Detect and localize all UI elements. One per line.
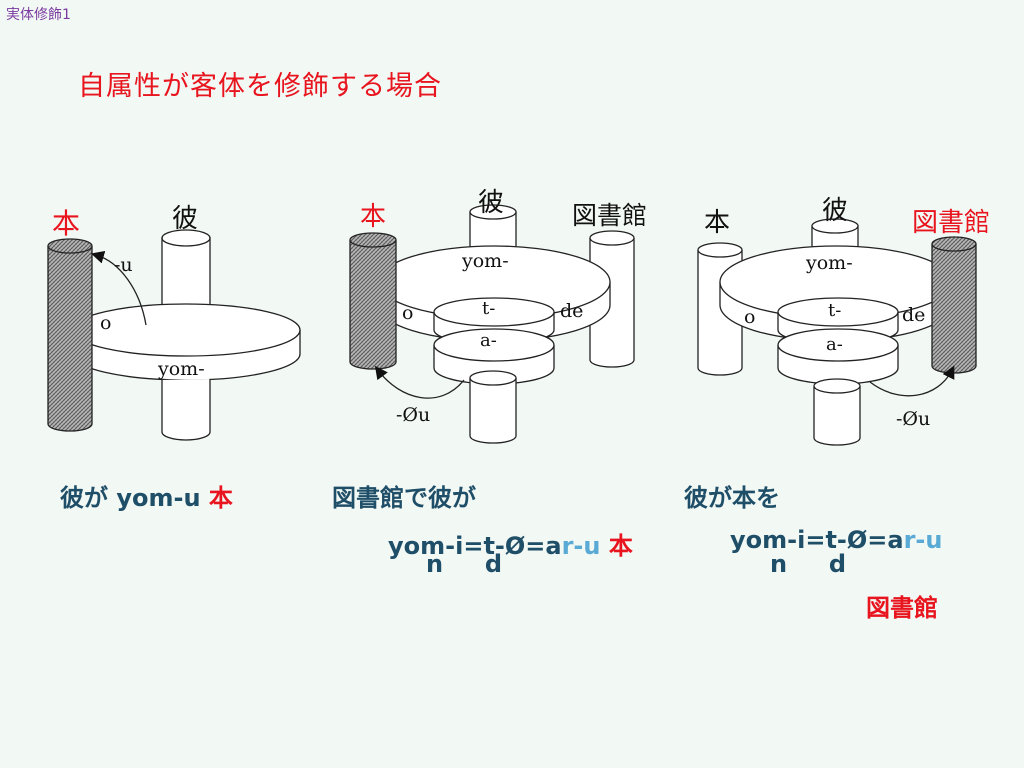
diagram3-caption-subs: n d (770, 550, 847, 578)
diagram2-label-book: 本 (360, 202, 387, 232)
diagram3-particle-de: de (902, 304, 926, 326)
diagram1-caption: 彼が yom-u 本 (60, 478, 233, 513)
diagram3-caption-head: 図書館 (866, 594, 938, 622)
diagram1-particle-o: o (100, 312, 112, 334)
diagram3-label-library: 図書館 (912, 208, 991, 238)
diagram2-caption-form-light: r-u (561, 532, 601, 560)
diagram1-verb: yom- (158, 358, 205, 380)
diagram1-caption-prefix: 彼が (60, 484, 108, 512)
diagram3-aspect-t: t- (828, 300, 842, 321)
diagram2-label-he: 彼 (478, 188, 505, 218)
diagram1-caption-verb: yom-u (116, 484, 201, 512)
diagram3-graphic (697, 218, 977, 446)
diagram2-caption-form: yom-i=t-Ø=ar-u 本 (388, 526, 633, 561)
slide-header-label: 実体修飾1 (6, 7, 71, 23)
diagram2-caption-head: 本 (608, 532, 633, 560)
diagram1-graphic (47, 229, 301, 441)
diagram1-label-book: 本 (52, 207, 81, 240)
diagram1-caption-head: 本 (208, 484, 233, 512)
diagram3-caption-form-dark: yom-i=t-Ø=a (730, 526, 904, 554)
diagram2-caption-form-dark: yom-i=t-Ø=a (388, 532, 562, 560)
diagram3-label-he: 彼 (822, 196, 849, 226)
diagram2-aspect-a: a- (480, 330, 497, 351)
diagram2-verb: yom- (462, 250, 509, 272)
diagram3-suffix-zero-u: -Øu (896, 408, 931, 430)
diagram3-caption-form-light: r-u (903, 526, 943, 554)
diagram3-particle-o: o (744, 306, 756, 328)
diagram2-caption-subs: n d (426, 550, 503, 578)
diagram2-label-library: 図書館 (572, 201, 648, 230)
diagram1-suffix-u: -u (114, 254, 133, 276)
diagram2-suffix-zero-u: -Øu (396, 404, 431, 426)
diagram1-label-he: 彼 (172, 204, 199, 234)
slide-title: 自属性が客体を修飾する場合 (78, 71, 442, 102)
diagram3-label-book: 本 (704, 208, 731, 238)
diagram3-aspect-a: a- (826, 334, 843, 355)
diagram2-aspect-t: t- (482, 298, 496, 319)
diagram3-caption-line1: 彼が本を (684, 484, 780, 512)
diagram2-particle-o: o (402, 302, 414, 324)
diagram2-caption-line1: 図書館で彼が (332, 484, 476, 512)
diagram2-particle-de: de (560, 300, 584, 322)
diagram3-caption-form: yom-i=t-Ø=ar-u (730, 526, 942, 554)
diagram2-graphic (349, 204, 635, 444)
diagram3-verb: yom- (806, 252, 853, 274)
